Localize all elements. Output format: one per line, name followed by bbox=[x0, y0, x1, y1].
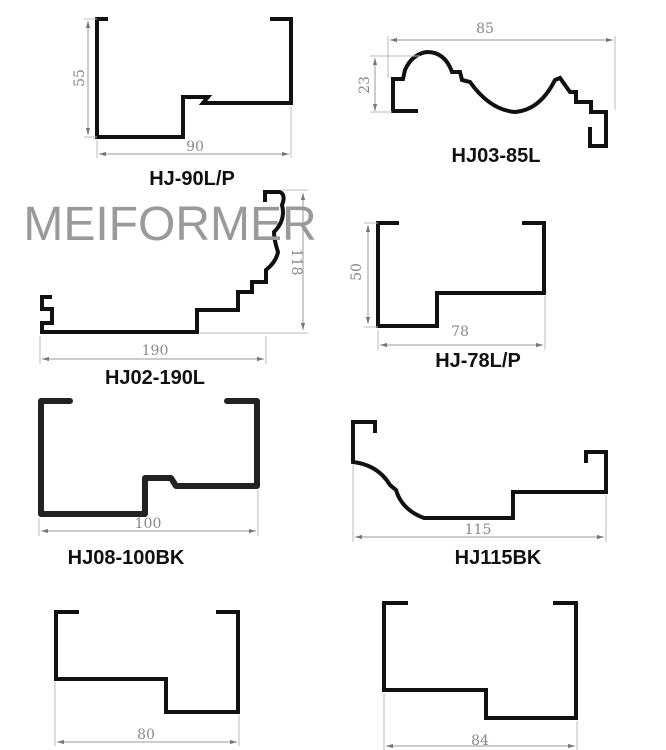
dim-width: 78 bbox=[451, 324, 469, 340]
dim-width: 190 bbox=[142, 343, 169, 359]
profile-label: HJ02-190L bbox=[105, 367, 205, 389]
dim-width: 115 bbox=[465, 522, 492, 538]
profile-hj02-190l: 118 190 HJ02-190L bbox=[39, 189, 308, 389]
dim-height: 118 bbox=[288, 249, 304, 276]
profile-label: HJ-90L/P bbox=[149, 168, 235, 190]
profile-84: 84 bbox=[382, 601, 578, 750]
dim-width: 90 bbox=[186, 139, 204, 155]
profile-label: HJ08-100BK bbox=[68, 547, 185, 569]
profile-label: HJ-78L/P bbox=[435, 350, 521, 372]
profile-hj03-85l: 85 23 HJ03-85L bbox=[357, 21, 616, 167]
dim-width: 85 bbox=[476, 21, 494, 37]
profile-hj-78lp: 50 78 HJ-78L/P bbox=[349, 221, 546, 372]
dim-height: 50 bbox=[349, 263, 365, 281]
watermark: MEIFORMER bbox=[23, 198, 316, 251]
profile-hj08-100bk: 100 HJ08-100BK bbox=[38, 398, 260, 569]
dim-width: 84 bbox=[471, 733, 489, 749]
profile-hj115bk: 115 HJ115BK bbox=[351, 420, 608, 569]
profile-hj-90lp: 55 90 HJ-90L/P bbox=[72, 17, 293, 190]
profile-80: 80 bbox=[54, 610, 240, 746]
dim-height: 23 bbox=[357, 76, 373, 94]
profile-label: HJ115BK bbox=[455, 547, 542, 569]
dim-width: 80 bbox=[137, 727, 155, 743]
profile-label: HJ03-85L bbox=[452, 145, 541, 167]
dim-width: 100 bbox=[135, 516, 162, 532]
dim-height: 55 bbox=[72, 69, 88, 87]
